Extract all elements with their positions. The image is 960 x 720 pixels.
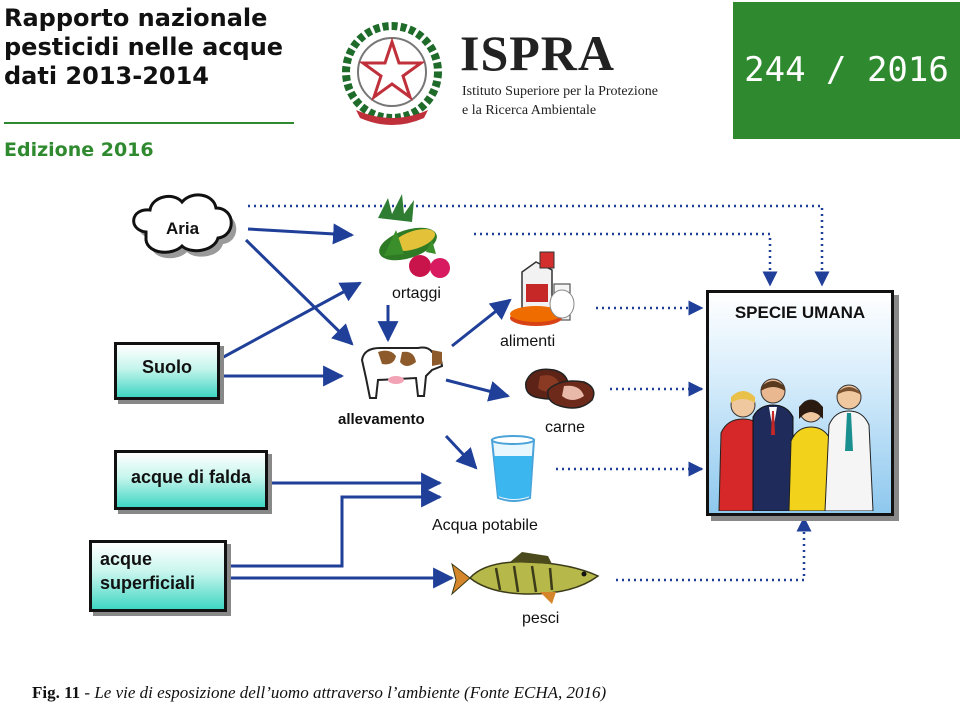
ispra-subtitle: Istituto Superiore per la Protezione [462,84,658,99]
caption-separator: - [80,683,95,702]
issue-badge [733,2,960,139]
source-suolo-box: Suolo [114,342,220,400]
source-acque-di-falda-label: acque di falda [130,467,252,487]
source-acque-superficiali-label: superficiali [100,573,196,593]
edition-label: Edizione 2016 [4,139,154,161]
target-specie-umana-box: SPECIE UMANA [706,290,894,516]
water-glass-icon [490,435,536,502]
title-divider [4,122,294,124]
node-acqua-potabile-label: Acqua potabile [432,517,538,534]
cow-icon [360,346,444,399]
source-aria-label: Aria [166,219,200,238]
figure-caption-text: Le vie di esposizione dell’uomo attraver… [94,683,607,702]
vegetables-icon [378,194,450,278]
report-title: Rapporto nazionale pesticidi nelle acque… [4,4,324,91]
ispra-subtitle: e la Ricerca Ambientale [462,103,597,118]
source-acque-superficiali-box: acque superficiali [89,540,227,612]
node-pesci-label: pesci [522,610,560,627]
node-allevamento-label: allevamento [338,411,425,428]
ispra-name: ISPRA [460,25,616,81]
food-icon [510,251,575,326]
node-alimenti-label: alimenti [500,333,556,350]
source-acque-di-falda-box: acque di falda [114,450,268,510]
fish-icon [451,552,600,604]
figure-caption: Fig. 11 - Le vie di esposizione dell’uom… [32,683,606,703]
meat-icon [525,368,595,409]
report-title-line: dati 2013-2014 [4,62,209,90]
cloud-icon [132,193,237,259]
target-specie-umana-label: SPECIE UMANA [734,303,866,322]
node-carne-label: carne [545,419,586,436]
report-title-line: pesticidi nelle acque [4,33,284,61]
source-acque-superficiali-label: acque [100,549,153,569]
report-title-line: Rapporto nazionale [4,4,268,32]
node-ortaggi-label: ortaggi [392,285,441,302]
issue-number: 244 / 2016 [744,50,949,90]
source-suolo-label: Suolo [142,357,192,377]
people-icon [718,378,874,511]
figure-number: Fig. 11 [32,683,81,702]
italian-emblem-icon [342,22,442,125]
